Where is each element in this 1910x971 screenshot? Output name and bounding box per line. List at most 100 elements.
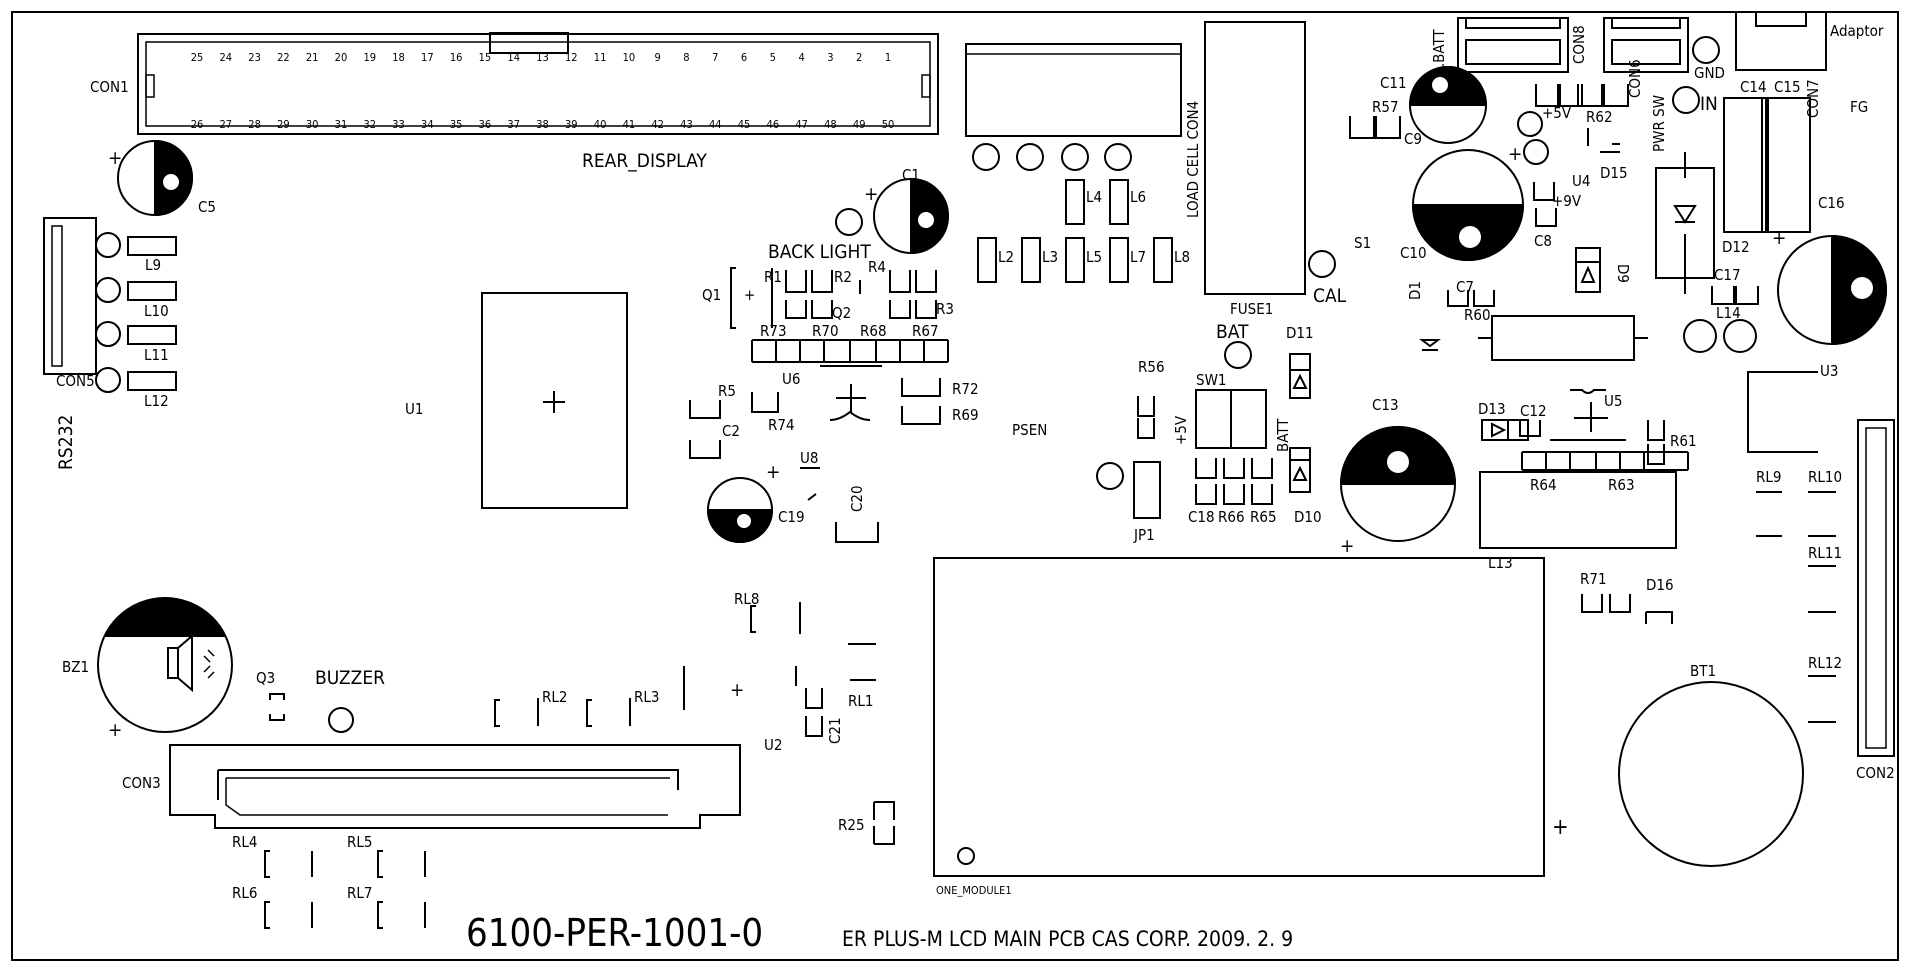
q2-label: Q2 (832, 304, 851, 322)
jp1-label: JP1 (1133, 526, 1155, 544)
buzzer-label: BUZZER (315, 667, 385, 689)
rl2-rl3-footprints (494, 666, 685, 727)
r60-label: R60 (1464, 306, 1491, 324)
svg-text:+: + (766, 461, 780, 483)
con1-pin-number: 28 (248, 118, 261, 131)
u6-label: U6 (782, 370, 800, 388)
rl8-footprint (750, 602, 876, 681)
s1-label: S1 (1354, 234, 1371, 252)
u1-pin1-mark (543, 391, 565, 413)
c17-footprint (1711, 286, 1759, 305)
r65-label: R65 (1250, 508, 1277, 526)
resistor-array-r67-r73 (751, 339, 949, 367)
c8-footprint (1535, 208, 1557, 227)
con7-label: CON7 (1804, 79, 1822, 118)
d12-label: D12 (1722, 238, 1750, 256)
u8-label: U8 (800, 449, 818, 467)
u5-label: U5 (1604, 392, 1622, 410)
l4-label: L4 (1086, 188, 1102, 206)
q3-footprint (269, 693, 285, 721)
capacitor-c1: + (864, 177, 949, 255)
con1-pin-number: 17 (421, 51, 434, 64)
c18-r66-r65-footprints (1195, 458, 1273, 505)
diode-d13 (1481, 419, 1529, 441)
r1-label: R1 (764, 268, 782, 286)
u1-label: U1 (405, 400, 423, 418)
jp1-pad (1096, 462, 1124, 490)
rl4-rl7-footprints (264, 850, 426, 929)
r4-label: R4 (868, 258, 886, 276)
rl4-label: RL4 (232, 833, 257, 851)
c21-label: C21 (826, 717, 844, 744)
con5-rs232-connector (43, 217, 177, 393)
svg-text:+: + (108, 147, 122, 169)
buzzer-bz1: + (97, 597, 233, 741)
l14-label: L14 (1716, 304, 1741, 322)
plus9v-label: +9V (1552, 192, 1582, 210)
u2-plus: + (730, 679, 744, 701)
l5-label: L5 (1086, 248, 1102, 266)
con1-pin-number: 20 (335, 51, 348, 64)
c8-top-footprint (1533, 182, 1555, 201)
rl8-label: RL8 (734, 590, 759, 608)
r64-label: R64 (1530, 476, 1557, 494)
r57-label: R57 (1372, 98, 1399, 116)
pwr-sw-label: PWR SW (1650, 95, 1668, 152)
psen-label: PSEN (1012, 421, 1047, 439)
con1-pin-number: 19 (363, 51, 376, 64)
r62-label: R62 (1586, 108, 1613, 126)
l14-pad-right (1723, 319, 1757, 353)
c14-label: C14 (1740, 78, 1767, 96)
rl9-rl12-footprints (1756, 491, 1836, 723)
one-module-pin1 (957, 847, 975, 865)
con1-pin-number: 34 (421, 118, 434, 131)
c2-label: C2 (722, 422, 740, 440)
l8-label: L8 (1174, 248, 1190, 266)
diode-d9 (1575, 247, 1601, 293)
con1-pin-number: 7 (712, 51, 718, 64)
in-pad (1672, 86, 1700, 114)
r3-label: R3 (936, 300, 954, 318)
r61-label: R61 (1670, 432, 1697, 450)
d13-label: D13 (1478, 400, 1506, 418)
con1-pin-number: 27 (219, 118, 232, 131)
c19-label: C19 (778, 508, 805, 526)
fuse1-block (1204, 21, 1306, 295)
backlight-pad (835, 208, 863, 236)
con1-pin-number: 6 (741, 51, 747, 64)
r63-label: R63 (1608, 476, 1635, 494)
con2-connector (1857, 419, 1895, 757)
bt1-plus: + (1552, 815, 1569, 840)
r-batt-label: R.BATT (1430, 29, 1448, 76)
rl1-label: RL1 (848, 692, 873, 710)
c12-label: C12 (1520, 402, 1547, 420)
capacitor-c19: + (706, 461, 780, 543)
capacitors-c14-c15 (1723, 97, 1811, 233)
capacitor-c9 (1408, 66, 1488, 144)
l7-label: L7 (1130, 248, 1146, 266)
adaptor-label: Adaptor (1830, 22, 1884, 40)
r5-label: R5 (718, 382, 736, 400)
u4-label: U4 (1572, 172, 1590, 190)
u2-label: U2 (764, 736, 782, 754)
con6-connector (1603, 17, 1689, 73)
d1-symbol (1419, 339, 1441, 351)
con2-label: CON2 (1856, 764, 1895, 782)
rl10-label: RL10 (1808, 468, 1842, 486)
footer-note: ER PLUS-M LCD MAIN PCB CAS CORP. 2009. 2… (842, 927, 1293, 951)
r25-label: R25 (838, 816, 865, 834)
u8-mark (800, 467, 820, 501)
c11-footprint (1535, 84, 1583, 107)
u3-footprint (1747, 371, 1818, 453)
battery-bt1 (1618, 681, 1804, 867)
con1-pin-number: 41 (623, 118, 636, 131)
reg-pad-5v (1517, 111, 1543, 137)
con1-pin-number: 8 (683, 51, 689, 64)
bat-label: BAT (1216, 321, 1249, 343)
c10-label: C10 (1400, 244, 1427, 262)
part-number: 6100-PER-1001-0 (466, 911, 763, 955)
con1-pin-number: 3 (827, 51, 833, 64)
l11-label: L11 (144, 346, 169, 364)
sw1-label: SW1 (1196, 371, 1227, 389)
